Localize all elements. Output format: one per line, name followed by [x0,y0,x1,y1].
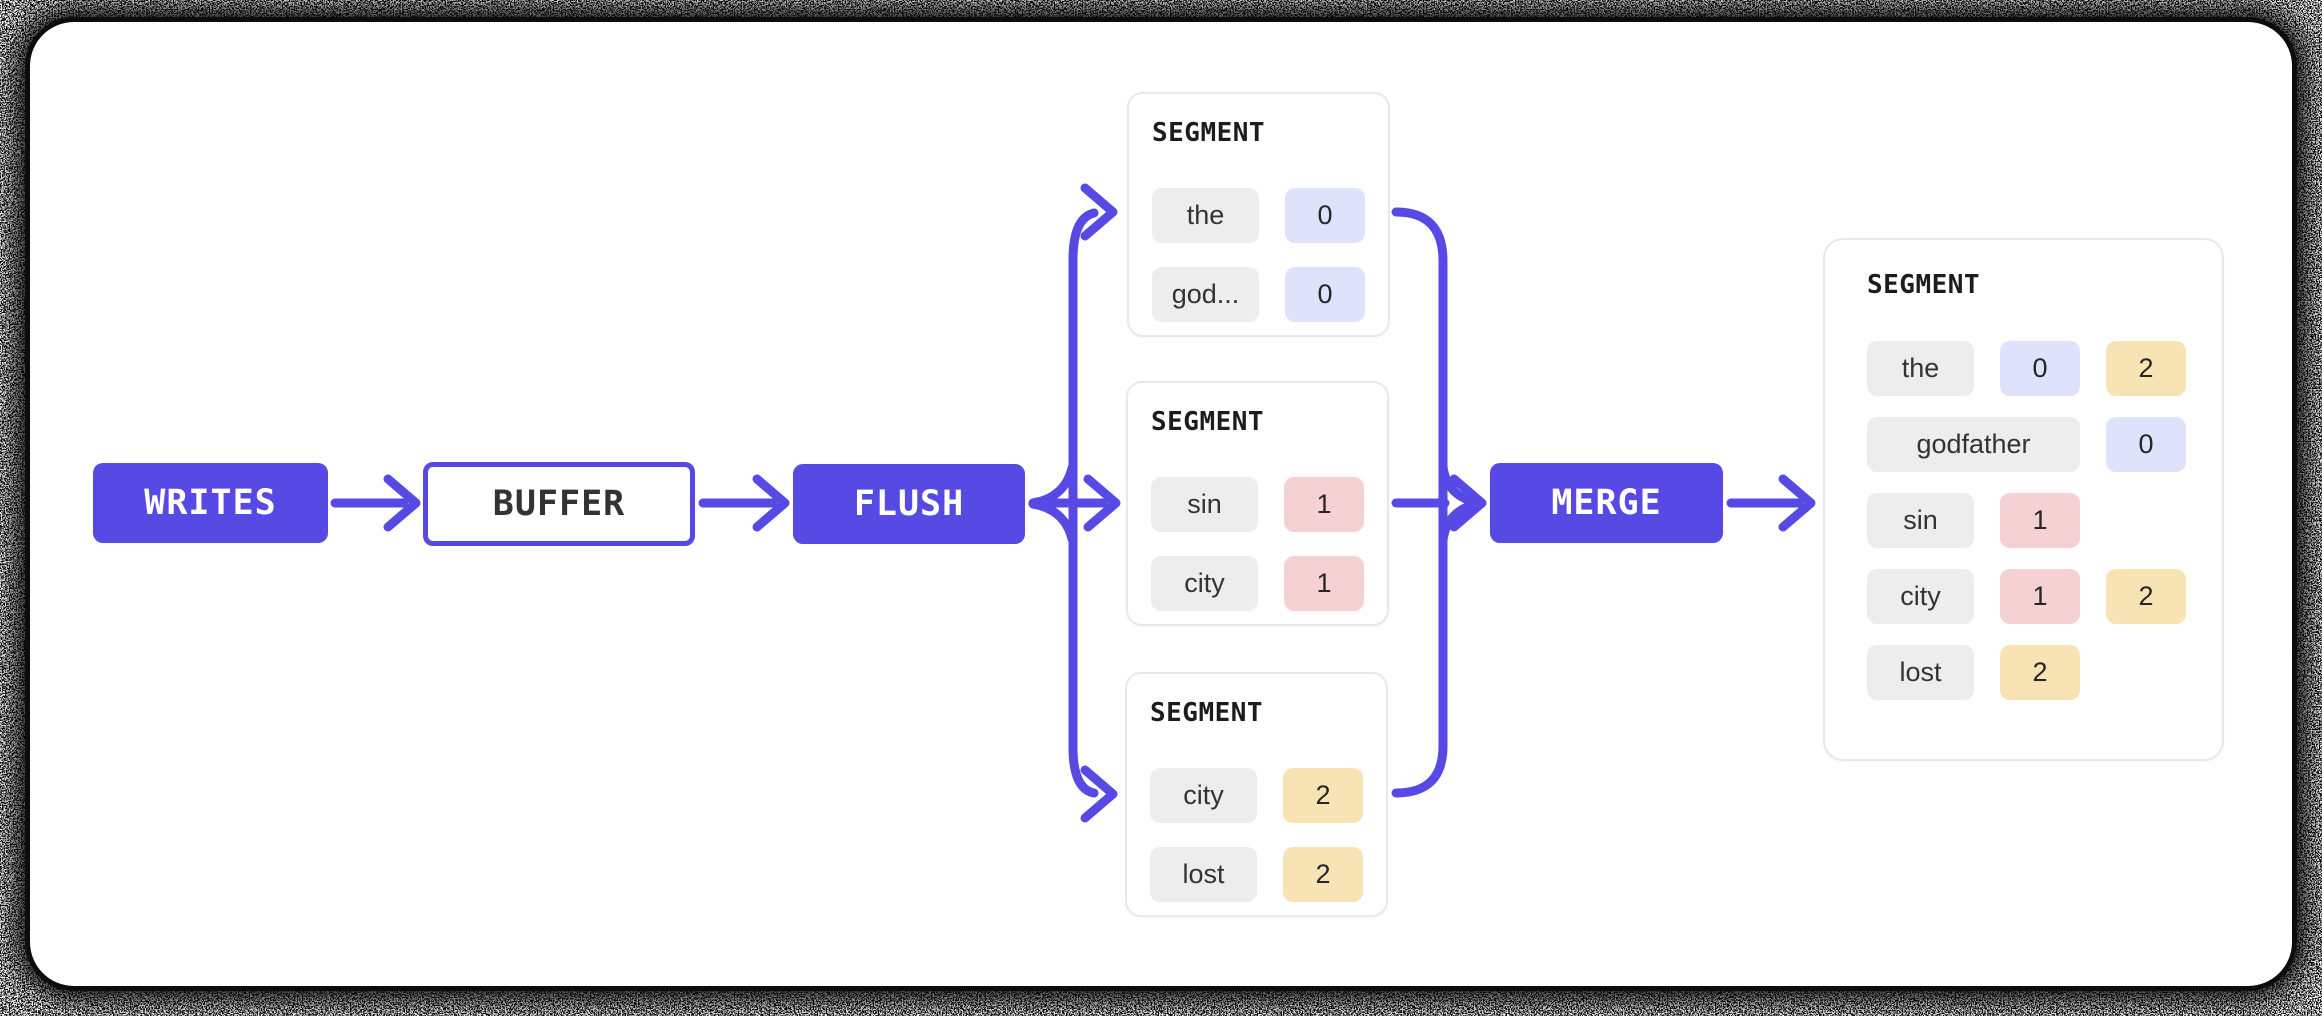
term-row: the 0 [1152,188,1388,243]
node-flush: FLUSH [793,464,1025,544]
term-pill: city [1867,569,1974,624]
doc-id-badge: 2 [2106,341,2186,396]
node-buffer-label: BUFFER [492,484,626,524]
doc-id-badge: 0 [1285,188,1365,243]
segment-card-3: SEGMENT city 2 lost 2 [1125,672,1388,917]
doc-id-badge: 1 [2000,493,2080,548]
node-writes-label: WRITES [144,483,277,523]
doc-id-badge: 1 [1284,556,1364,611]
node-merge-label: MERGE [1551,483,1662,523]
segment-card-1: SEGMENT the 0 god... 0 [1127,92,1390,337]
segment-rows: the 0 god... 0 [1152,188,1388,322]
node-writes: WRITES [93,463,328,543]
segment-rows: sin 1 city 1 [1151,477,1387,611]
doc-id-badge: 0 [2000,341,2080,396]
node-buffer: BUFFER [423,462,695,546]
node-flush-label: FLUSH [853,484,965,524]
term-pill: sin [1151,477,1258,532]
term-pill: lost [1867,645,1974,700]
term-pill: city [1150,768,1257,823]
term-pill: god... [1152,267,1259,322]
segment-title: SEGMENT [1151,407,1265,437]
segment-card-2: SEGMENT sin 1 city 1 [1126,381,1389,626]
doc-id-badge: 2 [2000,645,2080,700]
term-pill: city [1151,556,1258,611]
doc-id-badge: 1 [2000,569,2080,624]
doc-id-badge: 2 [1283,847,1363,902]
doc-id-badge: 0 [2106,417,2186,472]
term-row: lost 2 [1867,645,2222,700]
term-row: godfather 0 [1867,417,2222,472]
segment-title: SEGMENT [1152,118,1266,148]
segment-title: SEGMENT [1867,270,1981,300]
term-pill: lost [1150,847,1257,902]
term-row: god... 0 [1152,267,1388,322]
doc-id-badge: 2 [2106,569,2186,624]
segment-rows: city 2 lost 2 [1150,768,1386,902]
term-row: sin 1 [1867,493,2222,548]
term-pill: sin [1867,493,1974,548]
term-pill: the [1867,341,1974,396]
term-row: city 1 [1151,556,1387,611]
term-row: lost 2 [1150,847,1386,902]
segment-title: SEGMENT [1150,698,1264,728]
doc-id-badge: 0 [1285,267,1365,322]
term-pill: godfather [1867,417,2080,472]
node-merge: MERGE [1490,463,1723,543]
doc-id-badge: 1 [1284,477,1364,532]
term-pill: the [1152,188,1259,243]
term-row: sin 1 [1151,477,1387,532]
doc-id-badge: 2 [1283,768,1363,823]
term-row: city 2 [1150,768,1386,823]
